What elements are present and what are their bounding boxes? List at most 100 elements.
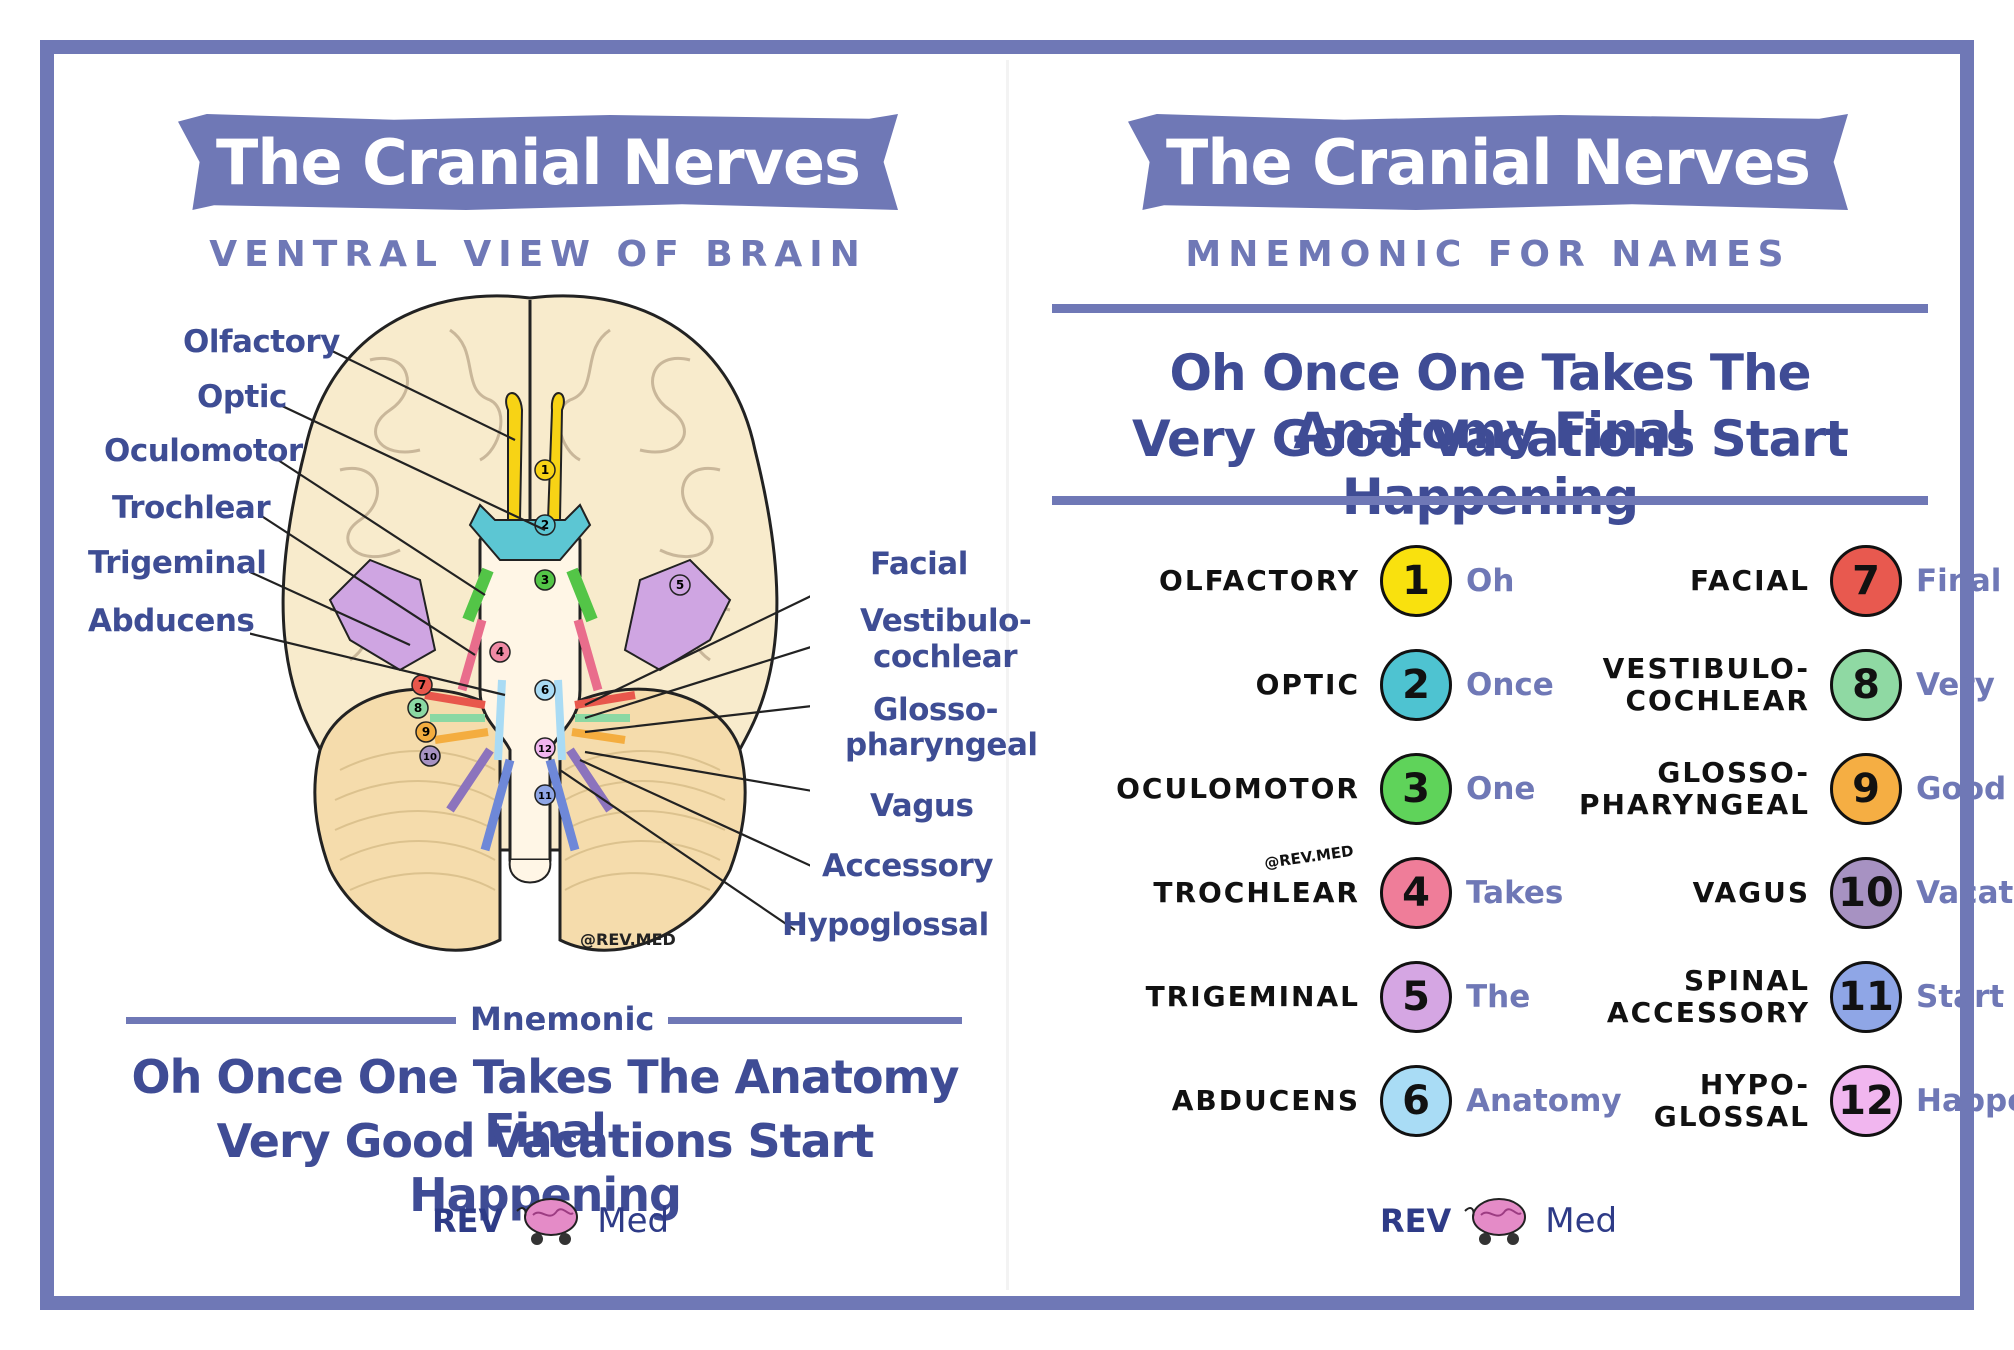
num-2: 2 [541, 518, 549, 532]
nerve-name: FACIAL [1500, 565, 1810, 597]
dot-4 [489, 641, 511, 663]
right-title-banner: The Cranial Nerves [1128, 114, 1848, 210]
nerve-number-badge: 11 [1830, 961, 1902, 1033]
logo-rev: REV [432, 1202, 504, 1240]
trochlear-nerve [457, 618, 487, 692]
mnemonic-word: Very [1916, 667, 1995, 703]
trigeminal-right [623, 558, 732, 672]
poster-frame [40, 40, 1974, 1310]
label-abducens: Abducens [88, 603, 255, 639]
num-3: 3 [541, 573, 549, 587]
oculomotor-nerve [462, 567, 494, 623]
label-optic: Optic [197, 379, 287, 415]
num-10: 10 [423, 752, 437, 763]
dot-1 [534, 459, 556, 481]
label-trochlear: Trochlear [112, 490, 271, 526]
nerve-row: HYPO-GLOSSAL12Happening [1500, 1065, 2014, 1137]
mnemonic-word: One [1466, 771, 1536, 807]
nerve-name-line1: FACIAL [1689, 564, 1810, 597]
nerve-name-line1: VESTIBULO- [1602, 652, 1810, 685]
optic-chiasm [468, 503, 592, 561]
mnemonic-label: Mnemonic [456, 1000, 669, 1038]
vagus-nerve [446, 747, 494, 813]
mnemonic-word: Once [1466, 667, 1554, 703]
nerve-name-line1: TROCHLEAR [1153, 876, 1360, 909]
nerve-number-badge: 4 [1380, 857, 1452, 929]
trigeminal-left [328, 558, 437, 672]
nerve-row: VAGUS10Vacations [1500, 857, 2014, 929]
mnemonic-word: Takes [1466, 875, 1564, 911]
nerve-name: OCULOMOTOR [1050, 773, 1360, 805]
label-cochlear: cochlear [873, 639, 1017, 675]
logo-med: Med [597, 1201, 670, 1241]
glossopharyngeal-nerve [434, 728, 489, 744]
mnemonic-word: Final [1916, 563, 2002, 599]
nerve-name-line1: OPTIC [1255, 668, 1360, 701]
spinal-cord [508, 859, 552, 884]
abducens-nerve [494, 679, 506, 761]
label-olfactory: Olfactory [183, 324, 340, 360]
mnemonic-word: Good [1916, 771, 2007, 807]
num-11: 11 [538, 791, 552, 802]
nerve-row: FACIAL 7 Final [1500, 545, 2014, 617]
num-1: 1 [541, 463, 549, 477]
mnemonic-word: Start [1916, 979, 2005, 1015]
nerve-number-badge: 5 [1380, 961, 1452, 1033]
dot-12 [534, 737, 556, 759]
num-9: 9 [422, 725, 430, 739]
nerve-row: TROCHLEAR 4 Takes [1050, 857, 1670, 929]
num-4: 4 [496, 645, 504, 659]
nerve-name: VESTIBULO-COCHLEAR [1500, 653, 1810, 717]
hypoglossal-nerve [480, 758, 515, 852]
nerve-row: OPTIC 2 Once [1050, 649, 1670, 721]
right-title: The Cranial Nerves [1166, 125, 1811, 199]
mnemonic-word: Happening [1916, 1083, 2014, 1119]
label-pharyngeal: pharyngeal [845, 727, 1038, 763]
nerve-name: TRIGEMINAL [1050, 981, 1360, 1013]
dot-11 [534, 784, 556, 806]
label-accessory: Accessory [822, 848, 993, 884]
mnemonic-word: Vacations [1916, 875, 2014, 911]
dot-9 [415, 721, 437, 743]
dot-10 [419, 745, 441, 767]
label-glosso: Glosso- [873, 692, 998, 728]
nerve-name-line1: ABDUCENS [1171, 1084, 1360, 1117]
nerve-number-badge: 9 [1830, 753, 1902, 825]
panel-divider [1006, 60, 1009, 1290]
nerve-number-badge: 7 [1830, 545, 1902, 617]
left-title-banner: The Cranial Nerves [178, 114, 898, 210]
dot-6 [534, 679, 556, 701]
left-subtitle: VENTRAL VIEW OF BRAIN [209, 234, 867, 275]
dot-3 [534, 569, 556, 591]
mnemonic-word: Oh [1466, 563, 1515, 599]
right-mnemonic-line-2: Very Good Vacations Start Happening [1132, 410, 1849, 526]
nerve-name-line2: COCHLEAR [1625, 684, 1810, 717]
mnemonic-word: Anatomy [1466, 1083, 1622, 1119]
right-top-rule [1052, 304, 1928, 313]
num-6: 6 [541, 683, 549, 697]
nerve-number-badge: 12 [1830, 1065, 1902, 1137]
nerve-name-line1: VAGUS [1692, 876, 1810, 909]
nerve-name: OLFACTORY [1050, 565, 1360, 597]
nerve-name-line1: OLFACTORY [1159, 564, 1360, 597]
nerve-name: ABDUCENS [1050, 1085, 1360, 1117]
label-facial: Facial [870, 546, 968, 582]
num-7: 7 [418, 678, 426, 692]
nerve-name: VAGUS [1500, 877, 1810, 909]
facial-nerve [424, 691, 486, 709]
nerve-number-badge: 8 [1830, 649, 1902, 721]
label-hypoglossal: Hypoglossal [782, 907, 989, 943]
nerve-name: TROCHLEAR [1050, 877, 1360, 909]
nerve-name-line1: SPINAL [1683, 964, 1810, 997]
nerve-row: VESTIBULO-COCHLEAR 8 Very [1500, 649, 2014, 721]
label-oculomotor: Oculomotor [104, 433, 303, 469]
right-bottom-rule [1052, 496, 1928, 505]
brain-car-icon [1464, 1198, 1527, 1245]
nerve-number-badge: 2 [1380, 649, 1452, 721]
leader-lines [250, 349, 810, 931]
